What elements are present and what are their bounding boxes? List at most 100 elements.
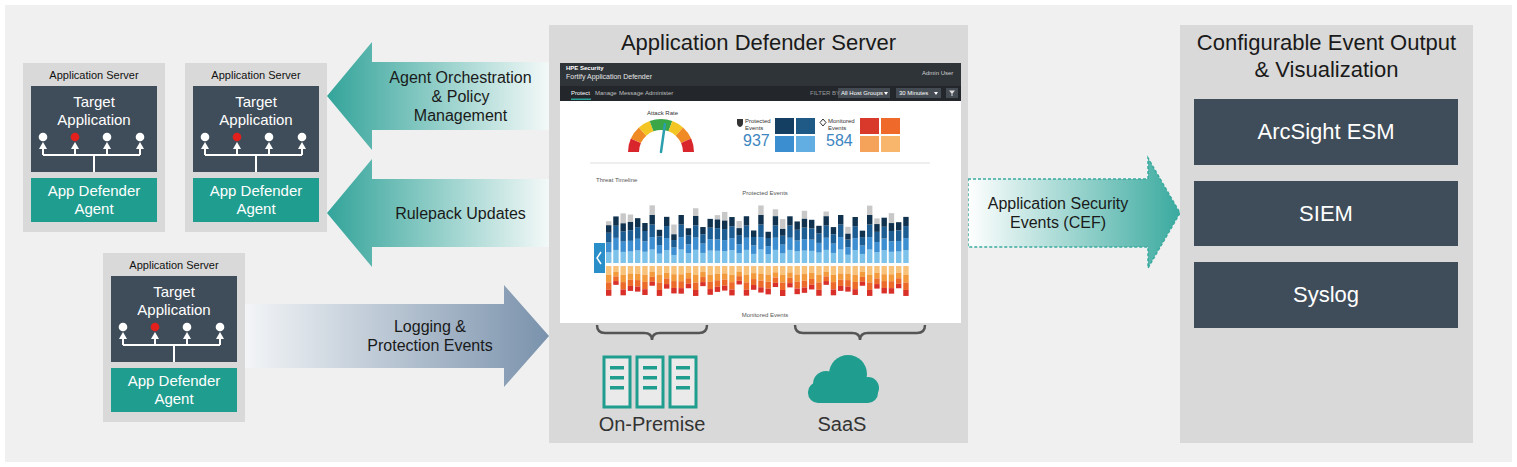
signal-arrowhead — [216, 332, 224, 339]
timeline-bar — [642, 282, 647, 289]
timeline-bar — [853, 217, 858, 226]
timeline-bar — [845, 240, 850, 248]
timeline-bar — [824, 212, 829, 217]
timeline-bar — [635, 286, 640, 291]
timeline-bar — [816, 253, 821, 263]
timeline-bar — [896, 241, 901, 252]
timeline-bar — [715, 266, 720, 274]
timeline-bar — [751, 285, 756, 290]
server-title: Application Server — [185, 68, 327, 82]
timeline-bar — [889, 281, 894, 288]
timeline-bar — [816, 233, 821, 243]
timeline-bar — [606, 221, 611, 225]
timeline-bar — [729, 282, 734, 289]
timeline-bar — [882, 250, 887, 263]
timeline-bar — [722, 251, 727, 263]
timeline-bar — [882, 239, 887, 251]
timeline-bar — [722, 273, 727, 279]
timeline-bar — [860, 254, 865, 263]
timeline-bar — [795, 221, 800, 229]
timeline-bar — [853, 275, 858, 282]
timeline-bar — [766, 275, 771, 282]
timeline-bar — [889, 252, 894, 263]
timeline-bar — [889, 241, 894, 251]
screen-body — [560, 63, 961, 323]
timeline-bar — [635, 280, 640, 286]
timeline-bar — [838, 237, 843, 249]
timeline-bar — [729, 266, 734, 275]
signal-line — [268, 148, 270, 155]
severity-tile — [881, 118, 900, 134]
signal-arrowhead — [151, 332, 159, 339]
timeline-bar — [657, 245, 662, 254]
timeline-bar — [882, 288, 887, 293]
timeline-bar — [664, 238, 669, 250]
timeline-bar — [722, 212, 727, 221]
shield-icon — [737, 119, 743, 127]
timeline-bar — [903, 275, 908, 282]
timeline-bar — [693, 275, 698, 282]
bus-line — [205, 154, 302, 156]
timeline-bar — [693, 208, 698, 216]
entry-point-dot — [71, 133, 80, 142]
timeline-bar — [758, 281, 763, 288]
gauge-segment — [631, 127, 646, 143]
agent-name: App Defender Agent — [193, 182, 319, 218]
timeline-bar — [700, 234, 705, 243]
signal-line — [236, 148, 238, 155]
timeline-bar — [896, 278, 901, 284]
timeline-bar — [628, 273, 633, 279]
dropdown-box — [896, 88, 941, 98]
timeline-bar — [650, 277, 655, 282]
timeline-bar — [758, 274, 763, 281]
timeline-bar — [889, 231, 894, 241]
timeline-bar — [686, 273, 691, 279]
timeline-bar — [766, 254, 771, 263]
timeline-bar — [729, 290, 734, 296]
timeline-bar — [824, 266, 829, 272]
timeline-bar — [737, 266, 742, 272]
agent-box: App Defender Agent — [193, 178, 319, 222]
timeline-bar — [621, 266, 626, 275]
output-box: Syslog — [1194, 262, 1458, 328]
timeline-bar — [860, 282, 865, 286]
separator-line — [590, 163, 930, 164]
timeline-bar — [867, 206, 872, 215]
timeline-bar — [766, 289, 771, 295]
screen-nav — [560, 86, 961, 101]
cloud-icon — [813, 371, 839, 397]
timeline-bar — [715, 228, 720, 239]
timeline-bar — [628, 280, 633, 286]
timeline-bar — [831, 253, 836, 263]
gauge-segment — [676, 127, 691, 143]
server-icon-slot — [643, 386, 657, 390]
timeline-bar — [896, 273, 901, 279]
screen-header — [560, 63, 961, 87]
timeline-bar — [657, 230, 662, 237]
timeline-bar — [758, 205, 763, 215]
signal-line — [122, 338, 124, 345]
timeline-bar — [896, 284, 901, 288]
timeline-bar — [621, 289, 626, 295]
entry-point-dot — [298, 133, 307, 142]
bus-stem — [255, 155, 257, 172]
timeline-bar — [867, 282, 872, 289]
agent-box: App Defender Agent — [31, 178, 157, 222]
severity-tile — [796, 136, 815, 152]
block-arrow — [245, 285, 549, 387]
timeline-bar — [780, 275, 785, 282]
timeline-bar — [737, 228, 742, 235]
timeline-bar — [816, 282, 821, 289]
timeline-bar — [802, 281, 807, 288]
timeline-bar — [642, 252, 647, 263]
timeline-bar — [729, 226, 734, 238]
timeline-bar — [613, 281, 618, 285]
cloud-icon — [857, 377, 879, 399]
timeline-bar — [867, 250, 872, 263]
bus-stem — [173, 345, 175, 362]
timeline-bar — [845, 280, 850, 286]
timeline-bar — [664, 273, 669, 279]
signal-line — [42, 148, 44, 155]
severity-tile — [796, 118, 815, 134]
active-tab-underline — [571, 99, 591, 101]
